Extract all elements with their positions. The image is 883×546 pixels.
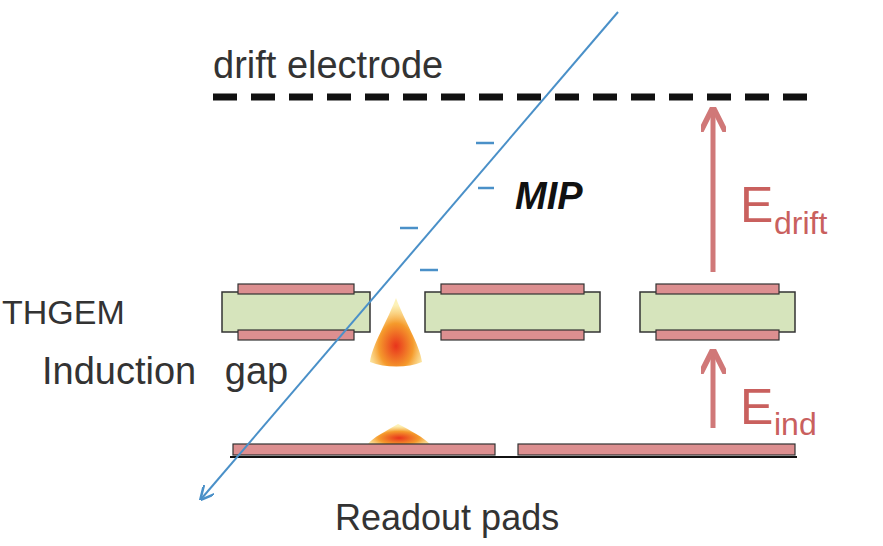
gap-label: Induction gap xyxy=(40,352,290,390)
induced-charge xyxy=(368,424,430,444)
mip-track xyxy=(202,12,618,498)
field-symbol: E xyxy=(738,382,775,432)
pads-label: Readout pads xyxy=(333,500,561,536)
field-subscript: ind xyxy=(772,408,819,440)
field-subscript: drift xyxy=(772,207,829,239)
thgem-plates xyxy=(222,284,795,340)
readout-pads xyxy=(230,444,797,457)
particle-label: MIP xyxy=(513,177,585,215)
electrode-label: drift electrode xyxy=(211,46,445,84)
field-symbol: E xyxy=(738,180,775,230)
avalanche xyxy=(370,298,422,367)
drift-field-arrow xyxy=(711,112,716,272)
induction-field-arrow xyxy=(711,354,716,428)
drift-electrode xyxy=(213,94,808,101)
component-label: THGEM xyxy=(0,295,127,329)
